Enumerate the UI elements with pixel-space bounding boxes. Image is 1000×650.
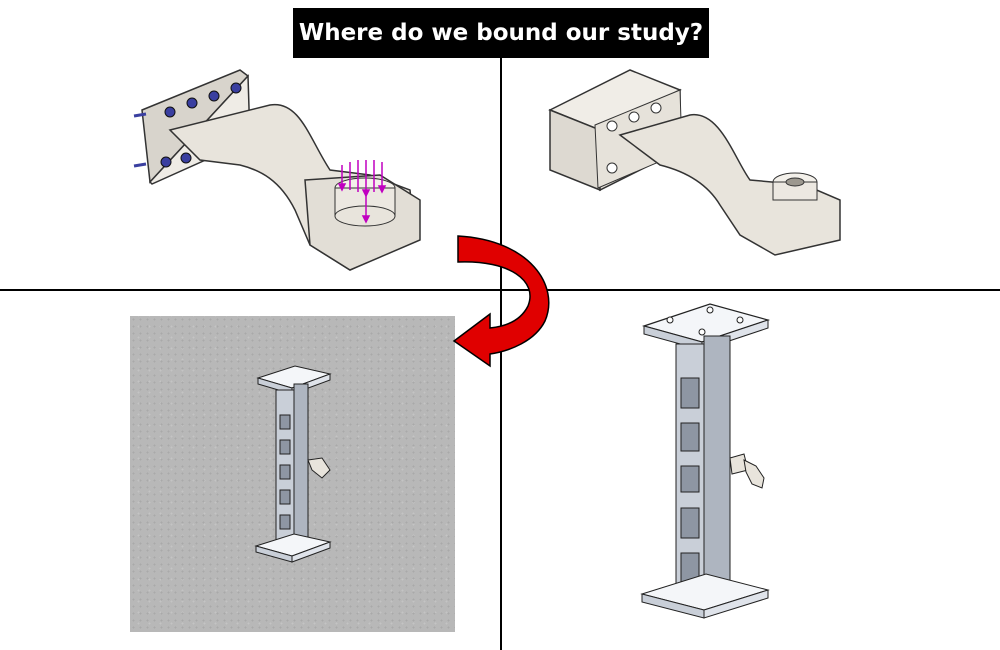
page-title: Where do we bound our study? (293, 8, 709, 58)
column-fixture-large-figure (640, 303, 771, 619)
vertical-divider (500, 58, 502, 650)
column-fixture-small-figure (254, 365, 332, 563)
load-arrow-icons (337, 160, 387, 224)
bolt-hole-icons (606, 102, 662, 174)
bolt-icons (133, 82, 242, 168)
horizontal-divider (0, 289, 1000, 291)
bracket-assembly-figure (548, 69, 841, 256)
curved-arrow-icon (452, 235, 550, 368)
bracket-with-loads-figure (133, 69, 421, 271)
